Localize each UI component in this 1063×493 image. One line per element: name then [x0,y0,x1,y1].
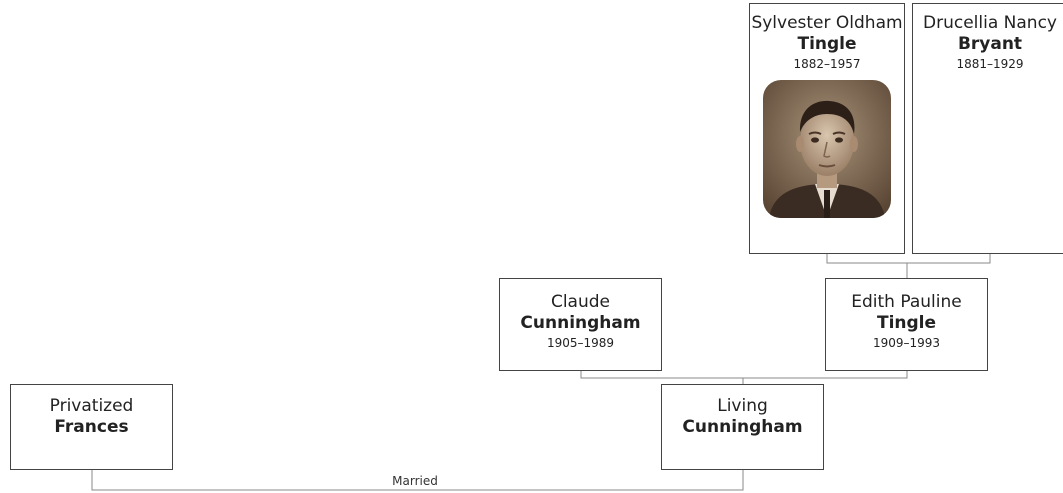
life-years: 1882–1957 [793,57,861,71]
life-years: 1909–1993 [872,336,941,350]
portrait-photo[interactable] [763,80,891,218]
person-card-sylvester-tingle[interactable]: Sylvester Oldham Tingle 1882–1957 [749,3,905,254]
life-years: 1905–1989 [546,336,615,350]
given-name: Claude [550,292,611,312]
given-name: Living [717,396,768,416]
married-label: Married [392,474,438,488]
given-name: Sylvester Oldham [751,13,903,33]
given-name: Privatized [49,396,134,416]
given-name: Edith Pauline [851,292,962,312]
parents-connector-tingle-bryant [826,254,991,278]
surname: Tingle [876,313,937,333]
surname: Bryant [957,34,1023,54]
surname: Cunningham [520,313,641,333]
spouse-connector-married [91,470,744,491]
surname: Frances [54,417,129,437]
person-card-privatized-frances[interactable]: Privatized Frances [10,384,173,470]
given-name: Drucellia Nancy [923,13,1057,33]
person-card-drucellia-bryant[interactable]: Drucellia Nancy Bryant 1881–1929 [912,3,1063,254]
surname: Cunningham [682,417,803,437]
surname: Tingle [797,34,857,54]
parents-connector-cunningham-tingle [580,371,908,384]
portrait-image [763,80,891,218]
person-card-claude-cunningham[interactable]: Claude Cunningham 1905–1989 [499,278,662,371]
person-card-edith-tingle[interactable]: Edith Pauline Tingle 1909–1993 [825,278,988,371]
person-card-living-cunningham[interactable]: Living Cunningham [661,384,824,470]
life-years: 1881–1929 [956,57,1024,71]
